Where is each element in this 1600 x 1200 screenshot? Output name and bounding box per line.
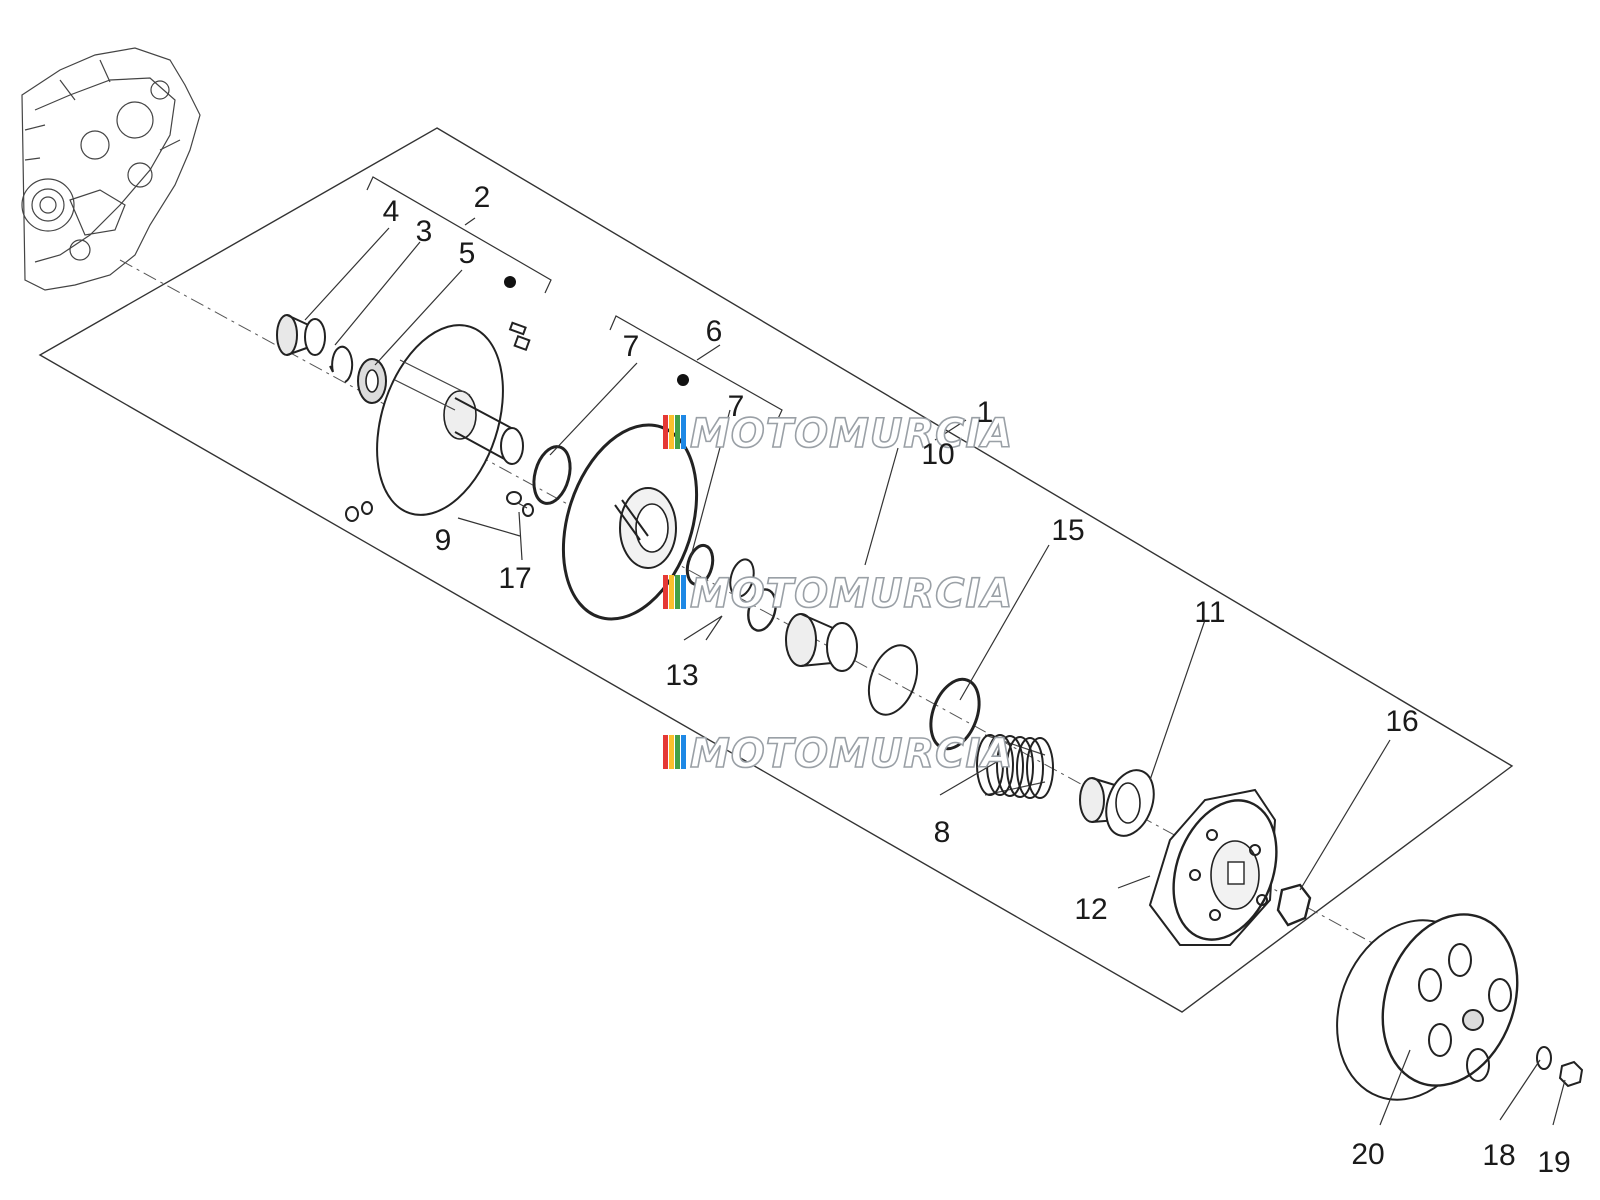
bearing-part-5 xyxy=(357,358,387,404)
watermark-stripe xyxy=(675,415,680,449)
callout-5: 5 xyxy=(459,237,476,270)
movable-pulley-part-6 xyxy=(561,423,699,621)
watermark-stripe xyxy=(663,575,668,609)
circlip-part-3 xyxy=(329,345,354,383)
spring-part-8 xyxy=(976,734,1054,799)
watermark-stripe xyxy=(663,415,668,449)
seals-part-13 xyxy=(685,543,777,632)
callout-20: 20 xyxy=(1351,1138,1384,1171)
bushing-part-4 xyxy=(276,314,326,356)
callout-7-upper: 7 xyxy=(623,330,640,363)
callout-1: 1 xyxy=(977,396,994,429)
bracket-6 xyxy=(609,315,783,424)
callout-15: 15 xyxy=(1051,514,1084,547)
fixed-pulley-part-2 xyxy=(376,324,524,516)
watermark-text: MOTOMURCIA xyxy=(690,731,1013,777)
watermark-stripe xyxy=(675,575,680,609)
callout-13: 13 xyxy=(665,659,698,692)
callout-7-lower: 7 xyxy=(728,390,745,423)
callout-19: 19 xyxy=(1537,1146,1570,1179)
washer xyxy=(867,644,919,716)
watermark-stripe xyxy=(681,575,686,609)
clutch-part-12 xyxy=(1148,788,1278,946)
nut-part-16 xyxy=(1276,883,1312,927)
watermark-text: MOTOMURCIA xyxy=(690,411,1013,457)
marker-dot-2 xyxy=(504,276,516,288)
bracket-2 xyxy=(366,176,552,294)
callout-8: 8 xyxy=(934,816,951,849)
callout-3: 3 xyxy=(416,215,433,248)
watermark-stripe xyxy=(663,735,668,769)
o-ring-part-7 xyxy=(532,445,572,505)
callout-6: 6 xyxy=(706,315,723,348)
sleeve-part-10 xyxy=(785,613,858,672)
collar-part-11 xyxy=(1079,769,1155,837)
pins-part-9-17 xyxy=(345,321,534,522)
callout-18: 18 xyxy=(1482,1139,1515,1172)
callout-4: 4 xyxy=(383,195,400,228)
assembly-frame xyxy=(38,127,1514,1013)
nut-part-19 xyxy=(1558,1060,1584,1088)
watermark-stripe xyxy=(669,415,674,449)
callout-11: 11 xyxy=(1194,596,1225,629)
callout-12: 12 xyxy=(1074,893,1107,926)
callout-17: 17 xyxy=(498,562,531,595)
callout-10: 10 xyxy=(921,438,954,471)
watermark-stripe xyxy=(675,735,680,769)
callout-16: 16 xyxy=(1385,705,1418,738)
crankcase-housing xyxy=(21,47,201,291)
watermark-1: MOTOMURCIA xyxy=(663,410,1013,458)
watermark-text: MOTOMURCIA xyxy=(690,571,1013,617)
watermark-2: MOTOMURCIA xyxy=(663,570,1013,618)
watermark-stripe xyxy=(669,735,674,769)
leader-lines xyxy=(304,217,1566,1126)
washer-part-18 xyxy=(1536,1046,1552,1070)
watermark-3: MOTOMURCIA xyxy=(663,730,1013,778)
callout-9: 9 xyxy=(435,524,452,557)
marker-dot-6 xyxy=(677,374,689,386)
clutch-bell-part-20 xyxy=(1336,913,1519,1101)
watermark-stripe xyxy=(681,415,686,449)
watermark-stripe xyxy=(681,735,686,769)
thrust-ring-part-15 xyxy=(929,677,981,751)
callout-2: 2 xyxy=(474,181,491,214)
watermark-stripe xyxy=(669,575,674,609)
